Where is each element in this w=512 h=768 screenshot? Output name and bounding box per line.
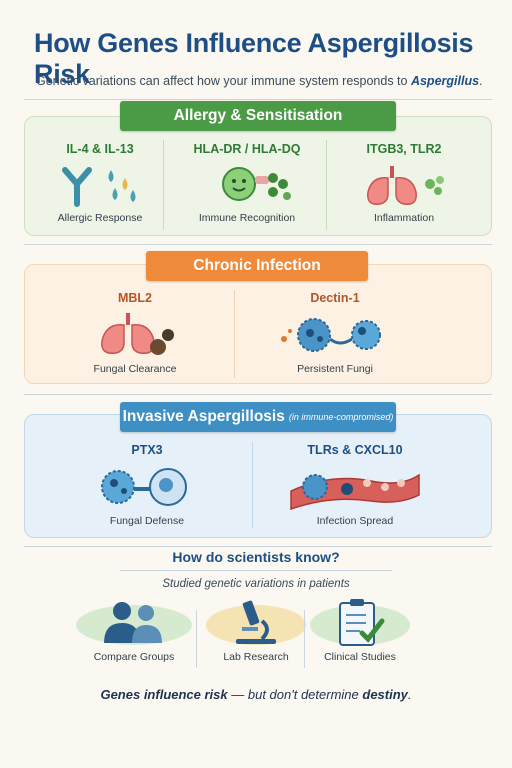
item-ptx3: PTX3 Fungal Defense [62, 443, 232, 527]
divider [24, 244, 492, 245]
item-caption: Fungal Clearance [93, 363, 177, 375]
item-caption: Lab Research [223, 651, 289, 663]
divider [24, 394, 492, 395]
immune-cell-icon [222, 167, 291, 201]
item-caption: Compare Groups [93, 651, 175, 663]
item-caption: Clinical Studies [324, 651, 396, 663]
how-title: How do scientists know? [172, 549, 340, 565]
method-lab-research: Lab Research [196, 597, 316, 663]
item-caption: Immune Recognition [198, 212, 296, 224]
divider [120, 570, 392, 571]
section-invasive [24, 414, 492, 538]
ribbon-chronic: Chronic Infection [146, 251, 368, 281]
column-divider [252, 442, 253, 528]
item-caption: Infection Spread [316, 515, 394, 527]
footer-tagline: Genes influence risk — but don't determi… [100, 687, 412, 702]
clipboard-icon [310, 599, 410, 646]
column-divider [196, 610, 197, 668]
gene-label: MBL2 [117, 291, 153, 305]
ribbon-allergy: Allergy & Sensitisation [120, 101, 396, 131]
page-title: How Genes Influence Aspergillosis Risk [34, 28, 474, 89]
blood-vessel-icon [290, 473, 420, 511]
ribbon-invasive: Invasive Aspergillosis(in immune-comprom… [120, 402, 396, 432]
gene-label: PTX3 [131, 443, 163, 457]
item-hla: HLA-DR / HLA-DQ Immune Recognition [172, 142, 322, 224]
column-divider [234, 290, 235, 378]
divider [24, 99, 492, 100]
item-caption: Fungal Defense [109, 515, 185, 527]
column-divider [163, 140, 164, 230]
how-subtitle: Studied genetic variations in patients [162, 578, 350, 590]
item-tlrs-cxcl10: TLRs & CXCL10 Infection Spread [262, 443, 448, 527]
gene-label: TLRs & CXCL10 [307, 443, 403, 457]
item-itgb3-tlr2: ITGB3, TLR2 Inflammation [336, 142, 472, 224]
page-subtitle: Genetic variations can affect how your i… [36, 74, 483, 88]
divider [24, 546, 492, 547]
lungs-icon [367, 166, 444, 205]
cell-defense-icon [101, 468, 187, 506]
item-caption: Persistent Fungi [297, 363, 373, 375]
gene-label: Dectin-1 [310, 291, 360, 305]
people-icon [76, 602, 192, 645]
item-dectin1: Dectin-1 Persistent Fungi [250, 291, 420, 375]
column-divider [326, 140, 327, 230]
method-compare-groups: Compare Groups [74, 597, 194, 663]
gene-label: ITGB3, TLR2 [366, 142, 442, 156]
item-mbl2: MBL2 Fungal Clearance [50, 291, 220, 375]
item-caption: Inflammation [373, 212, 435, 224]
method-clinical-studies: Clinical Studies [300, 597, 420, 663]
item-il4-il13: IL-4 & IL-13 Allergic Response [40, 142, 160, 224]
microscope-icon [206, 600, 306, 645]
lungs-fungus-icon [101, 313, 174, 355]
gene-label: IL-4 & IL-13 [66, 142, 134, 156]
gene-label: HLA-DR / HLA-DQ [193, 142, 301, 156]
column-divider [304, 610, 305, 668]
item-caption: Allergic Response [57, 212, 143, 224]
fungal-spores-icon [281, 318, 381, 352]
antibody-drops-icon [62, 167, 136, 207]
